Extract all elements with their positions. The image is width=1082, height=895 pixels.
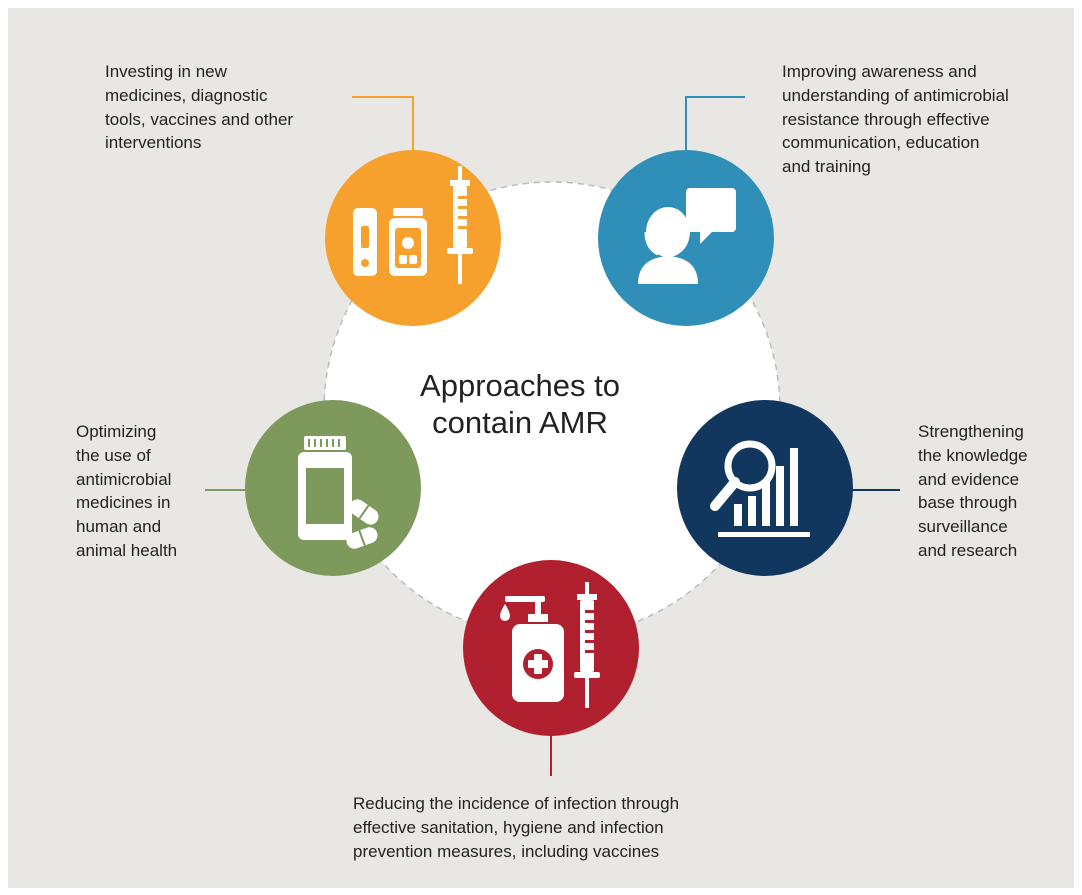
label-line: medicines in (76, 493, 171, 513)
label-line: and training (782, 157, 871, 177)
label-optimize: Optimizing the use of antimicrobial medi… (76, 420, 177, 563)
label-line: antimicrobial (76, 469, 172, 489)
test-medicine-syringe-icon (353, 166, 473, 284)
label-line: communication, education (782, 133, 980, 153)
label-line: human and (76, 517, 162, 537)
approach-optimize (245, 400, 421, 576)
label-line: Improving awareness and (782, 62, 977, 81)
title-line: contain AMR (432, 404, 608, 440)
magnifier-bar-chart-icon (710, 440, 810, 537)
label-infection: Reducing the incidence of infection thro… (353, 792, 679, 863)
label-line: animal health (76, 540, 178, 560)
label-line: the knowledge (918, 445, 1028, 465)
medicine-bottle-pills-icon (298, 436, 379, 549)
label-line: interventions (105, 133, 202, 153)
approach-infection (463, 560, 639, 736)
diagram-title: Approaches to contain AMR (380, 368, 660, 441)
label-awareness: Improving awareness and understanding of… (782, 60, 1009, 179)
label-line: medicines, diagnostic (105, 85, 268, 105)
label-line: Investing in new (105, 62, 227, 81)
label-line: base through (918, 493, 1018, 513)
label-line: Reducing the incidence of infection thro… (353, 794, 680, 813)
label-line: Strengthening (918, 422, 1024, 441)
title-line: Approaches to (420, 368, 620, 403)
label-line: Optimizing (76, 422, 157, 441)
connector-awareness (685, 96, 745, 150)
label-invest: Investing in new medicines, diagnostic t… (105, 60, 293, 155)
label-line: understanding of antimicrobial (782, 85, 1009, 105)
approach-knowledge (677, 400, 853, 576)
label-line: effective sanitation, hygiene and infect… (353, 817, 664, 837)
sanitizer-syringe-icon (500, 582, 600, 708)
label-line: tools, vaccines and other (105, 109, 294, 129)
label-line: and evidence (918, 469, 1020, 489)
label-line: the use of (76, 445, 151, 465)
person-speech-bubble-icon (638, 188, 736, 284)
label-line: resistance through effective (782, 109, 990, 129)
label-line: prevention measures, including vaccines (353, 841, 660, 861)
label-line: surveillance (918, 517, 1008, 537)
label-line: and research (918, 540, 1018, 560)
approach-awareness (598, 150, 774, 326)
connector-invest (352, 96, 414, 150)
label-knowledge: Strengthening the knowledge and evidence… (918, 420, 1028, 563)
approach-invest (325, 150, 501, 326)
